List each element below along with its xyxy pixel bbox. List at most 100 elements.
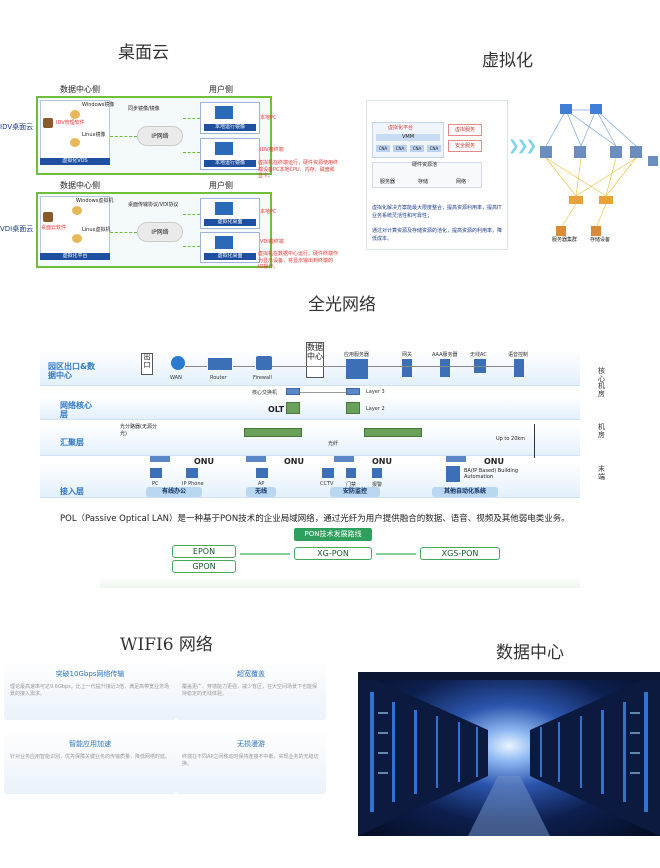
group-wireless: 无线	[246, 487, 276, 497]
onu-label-4: ONU	[484, 457, 504, 466]
layer-label-aggregation: 汇聚层	[60, 438, 84, 447]
wireless-ac-label: 无线AC	[470, 352, 487, 358]
monitor-icon	[215, 142, 233, 155]
idv-windows-label: Windows镜像	[82, 102, 115, 108]
voice-control-icon	[514, 359, 524, 377]
vdi-server-icon	[43, 212, 53, 222]
pon-roadmap-title: PON技术发展路线	[294, 528, 372, 541]
idv-link-left	[110, 136, 137, 137]
group-automation: 其他自动化系统	[432, 487, 498, 497]
linux-vm-icon	[72, 234, 82, 243]
splitter-left	[244, 428, 302, 437]
firewall-label: Firewall	[253, 375, 272, 381]
datacenter-box: 数据中心	[306, 342, 324, 378]
layer3-label: Layer 3	[366, 389, 385, 395]
virt-cluster-1: 服务器集群	[552, 237, 578, 243]
onu-icon	[334, 456, 354, 462]
datacenter-title: 数据中心	[496, 643, 564, 663]
roadmap-epon: EPON	[172, 545, 236, 558]
wifi6-card-title: 突破10Gbps网络传输	[55, 670, 125, 678]
wire-router-firewall	[233, 366, 255, 367]
wifi6-card-title: 智能应用加速	[69, 740, 111, 748]
roadmap-xg-pon: XG-PON	[294, 547, 372, 560]
layer-core-band	[40, 396, 580, 420]
idv-user-label: 用户侧	[209, 85, 233, 94]
wire-dc-devices	[368, 366, 514, 367]
distance-label: Up to 20km	[496, 436, 526, 442]
roadmap-gpon: GPON	[172, 560, 236, 573]
vdi-datacenter-label: 数据中心侧	[60, 181, 100, 190]
virt-vmm: VMM	[376, 134, 440, 141]
idv-local-run-2: 本地运行镜像	[204, 160, 256, 167]
vdi-pc-label: 本地PC	[260, 209, 277, 215]
wifi6-card-title: 超宽覆盖	[237, 670, 265, 678]
virt-server-label: 服务器	[380, 179, 396, 185]
onu-label-1: ONU	[194, 457, 214, 466]
idv-local-run-1: 本地运行镜像	[204, 124, 256, 131]
virt-bullet-1: 虚拟化解决方案能最大限度整合，提高资源利用率，提高IT业务系统灵活性和可靠性；	[372, 205, 502, 219]
virt-cna-4: CNA	[427, 145, 441, 152]
chevron-right-icon: ❯❯❯	[508, 138, 537, 154]
layer-label-access: 接入层	[60, 487, 84, 496]
monitor-icon	[215, 202, 233, 215]
virt-cluster-2: 存储设备	[590, 237, 611, 243]
right-label-core-room: 核心机房	[598, 367, 605, 399]
splitter-label: 光分路器(无源分光)	[120, 424, 157, 437]
layer-aggregation-band	[40, 426, 580, 456]
core-switch-label: 核心交换机	[252, 390, 278, 396]
distance-arrow	[534, 424, 535, 458]
cctv-icon	[322, 468, 334, 478]
ip-phone-label: IP Phone	[182, 481, 204, 487]
right-label-end: 末端	[598, 465, 605, 481]
wifi6-card-text: 覆盖更广、穿墙能力更强，减少盲区，在大空间场景下也能保持稳定的无线体验。	[182, 684, 318, 697]
idv-link-right-1	[183, 118, 200, 119]
windows-vm-icon	[72, 206, 82, 215]
ba-label: BA(IP Based) Building Automation	[464, 468, 519, 480]
virtualization-title: 虚拟化	[482, 51, 533, 71]
group-security: 安防监控	[330, 487, 380, 497]
wifi6-card-text: 针对业务应用智能识别，优先保障关键业务的传输质量，降低网络时延。	[10, 754, 171, 760]
virt-hardware-label: 硬件资源池	[412, 162, 438, 168]
router-label: Router	[210, 375, 227, 381]
ip-phone-icon	[186, 468, 198, 478]
virt-storage-label: 存储	[418, 179, 429, 185]
idv-link-right-2	[183, 152, 200, 153]
idv-sync-label: 同步镜像/镜像	[128, 106, 160, 112]
alarm-icon	[372, 468, 382, 478]
building-icon	[446, 466, 460, 482]
idv-side-label: IDV桌面云	[0, 123, 34, 131]
virt-cna-3: CNA	[410, 145, 424, 152]
wifi6-card-2: 超宽覆盖 覆盖更广、穿墙能力更强，减少盲区，在大空间场景下也能保持稳定的无线体验…	[176, 664, 326, 720]
idv-mgmt-label: IDV管理软件	[56, 120, 85, 126]
olt-left	[286, 402, 300, 414]
vdi-vd-1: 虚拟化桌面	[204, 219, 256, 226]
onu-icon	[246, 456, 266, 462]
virt-hardware-box	[372, 162, 482, 188]
wifi6-card-text: 理论最高速率可达9.6Gbps，比上一代提升接近3倍，满足高带宽业务场景的接入需…	[10, 684, 169, 697]
monitor-icon	[215, 236, 233, 249]
pol-description: POL（Passive Optical LAN）是一种基于PON技术的企业局域网…	[60, 514, 570, 524]
idv-linux-label: Linux镜像	[82, 132, 106, 138]
exit-box: 出口	[141, 353, 153, 375]
wan-label: WAN	[170, 375, 182, 381]
vdi-windows-label: Windows虚拟机	[76, 198, 114, 204]
layer2-label: Layer 2	[366, 406, 385, 412]
roadmap-shadow	[100, 578, 580, 588]
wifi6-card-4: 无损漫游 终端在不同AP之间移动时保持连接不中断，实现业务的无缝切换。	[176, 734, 326, 794]
virt-right-2: 安全服务	[448, 140, 482, 152]
vdi-link-right-2	[183, 246, 200, 247]
pc-label: PC	[152, 481, 159, 487]
core-switch-right	[346, 388, 360, 395]
monitor-icon	[215, 106, 233, 119]
vdi-platform-band: 虚拟化平台	[40, 253, 110, 260]
ap-icon	[256, 468, 268, 478]
right-label-room: 机房	[598, 423, 605, 439]
desktop-cloud-title: 桌面云	[118, 43, 169, 63]
vdi-side-label: VDI桌面云	[0, 225, 34, 233]
vdi-protocol-label: 桌面传输协议/VDI协议	[128, 202, 179, 208]
globe-icon	[171, 356, 185, 370]
virt-cna-1: CNA	[376, 145, 390, 152]
wifi6-card-1: 突破10Gbps网络传输 理论最高速率可达9.6Gbps，比上一代提升接近3倍，…	[4, 664, 176, 720]
server-aisle-image	[358, 672, 660, 836]
virt-bullet-2: 通过对计算资源及存储资源的池化，提高资源的利用率，降低成本。	[372, 228, 503, 242]
